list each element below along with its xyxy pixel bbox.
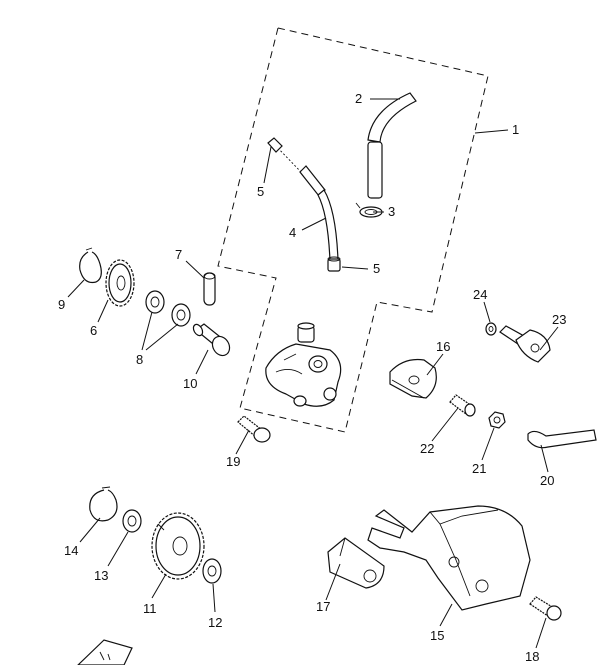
callout-23: 23 <box>552 312 566 327</box>
leader-19 <box>235 429 250 455</box>
callout-22: 22 <box>420 441 434 456</box>
leader-9 <box>67 279 85 298</box>
leader-5a <box>263 146 272 184</box>
leader-15 <box>439 603 453 627</box>
callout-17: 17 <box>316 599 330 614</box>
part-4-pipe <box>274 144 339 262</box>
part-17-spacer <box>327 537 385 589</box>
part-9-circlip <box>79 247 102 284</box>
part-7-pin <box>203 272 216 306</box>
part-8-washer-b <box>171 303 191 327</box>
leader-13 <box>107 531 129 567</box>
leader-23 <box>539 326 559 351</box>
callout-2: 2 <box>355 91 362 106</box>
leader-10 <box>195 349 209 375</box>
part-24-washer <box>485 322 497 336</box>
callout-7: 7 <box>175 247 182 262</box>
assembly-boundary <box>217 27 489 433</box>
part-14-circlip <box>89 486 118 522</box>
leader-16 <box>426 353 444 376</box>
callout-6: 6 <box>90 323 97 338</box>
part-16-cover <box>389 358 437 399</box>
part-15-bracket <box>367 505 531 611</box>
part-6-gear <box>105 259 135 307</box>
part-18-bolt <box>529 596 562 621</box>
part-23-clevis <box>499 325 551 363</box>
oil-pump-body <box>265 322 342 407</box>
leader-6 <box>97 299 109 323</box>
callout-8: 8 <box>136 352 143 367</box>
callout-15: 15 <box>430 628 444 643</box>
leader-4 <box>301 217 327 231</box>
callout-24: 24 <box>473 287 487 302</box>
front-arrow-icon <box>77 639 133 665</box>
part-2-hose <box>367 92 417 199</box>
leader-5b <box>341 266 369 270</box>
leader-22 <box>431 407 459 442</box>
callout-3: 3 <box>388 204 395 219</box>
callout-14: 14 <box>64 543 78 558</box>
leader-18 <box>535 617 547 649</box>
part-11-gear <box>151 512 205 580</box>
leader-8b <box>145 323 179 351</box>
callout-18: 18 <box>525 649 539 664</box>
callout-19: 19 <box>226 454 240 469</box>
part-5-plug-lower <box>327 256 341 272</box>
leader-20 <box>540 444 549 473</box>
callout-11: 11 <box>143 601 157 616</box>
callout-4: 4 <box>289 225 296 240</box>
leader-1 <box>474 129 509 134</box>
part-22-bolt <box>449 394 476 417</box>
part-12-washer <box>202 558 222 584</box>
part-20-rod <box>527 429 597 449</box>
leader-7 <box>185 260 205 279</box>
callout-16: 16 <box>436 339 450 354</box>
leader-8a <box>141 311 153 351</box>
part-3-clamp <box>355 202 383 218</box>
part-5-plug-upper <box>267 137 283 153</box>
leader-12 <box>212 583 216 613</box>
part-10-shaft <box>192 323 231 357</box>
callout-13: 13 <box>94 568 108 583</box>
callout-12: 12 <box>208 615 222 630</box>
leader-17 <box>325 563 341 601</box>
callout-1: 1 <box>512 122 519 137</box>
callout-21: 21 <box>472 461 486 476</box>
leader-14 <box>79 517 101 543</box>
leader-11 <box>151 573 167 599</box>
part-8-washer-a <box>145 290 165 314</box>
leader-21 <box>481 427 495 461</box>
part-13-washer <box>122 509 142 533</box>
callout-9: 9 <box>58 297 65 312</box>
part-19-bolt <box>237 415 271 443</box>
callout-5-upper: 5 <box>257 184 264 199</box>
leader-24 <box>483 301 491 323</box>
callout-10: 10 <box>183 376 197 391</box>
callout-20: 20 <box>540 473 554 488</box>
part-21-nut <box>488 411 506 429</box>
callout-5-lower: 5 <box>373 261 380 276</box>
